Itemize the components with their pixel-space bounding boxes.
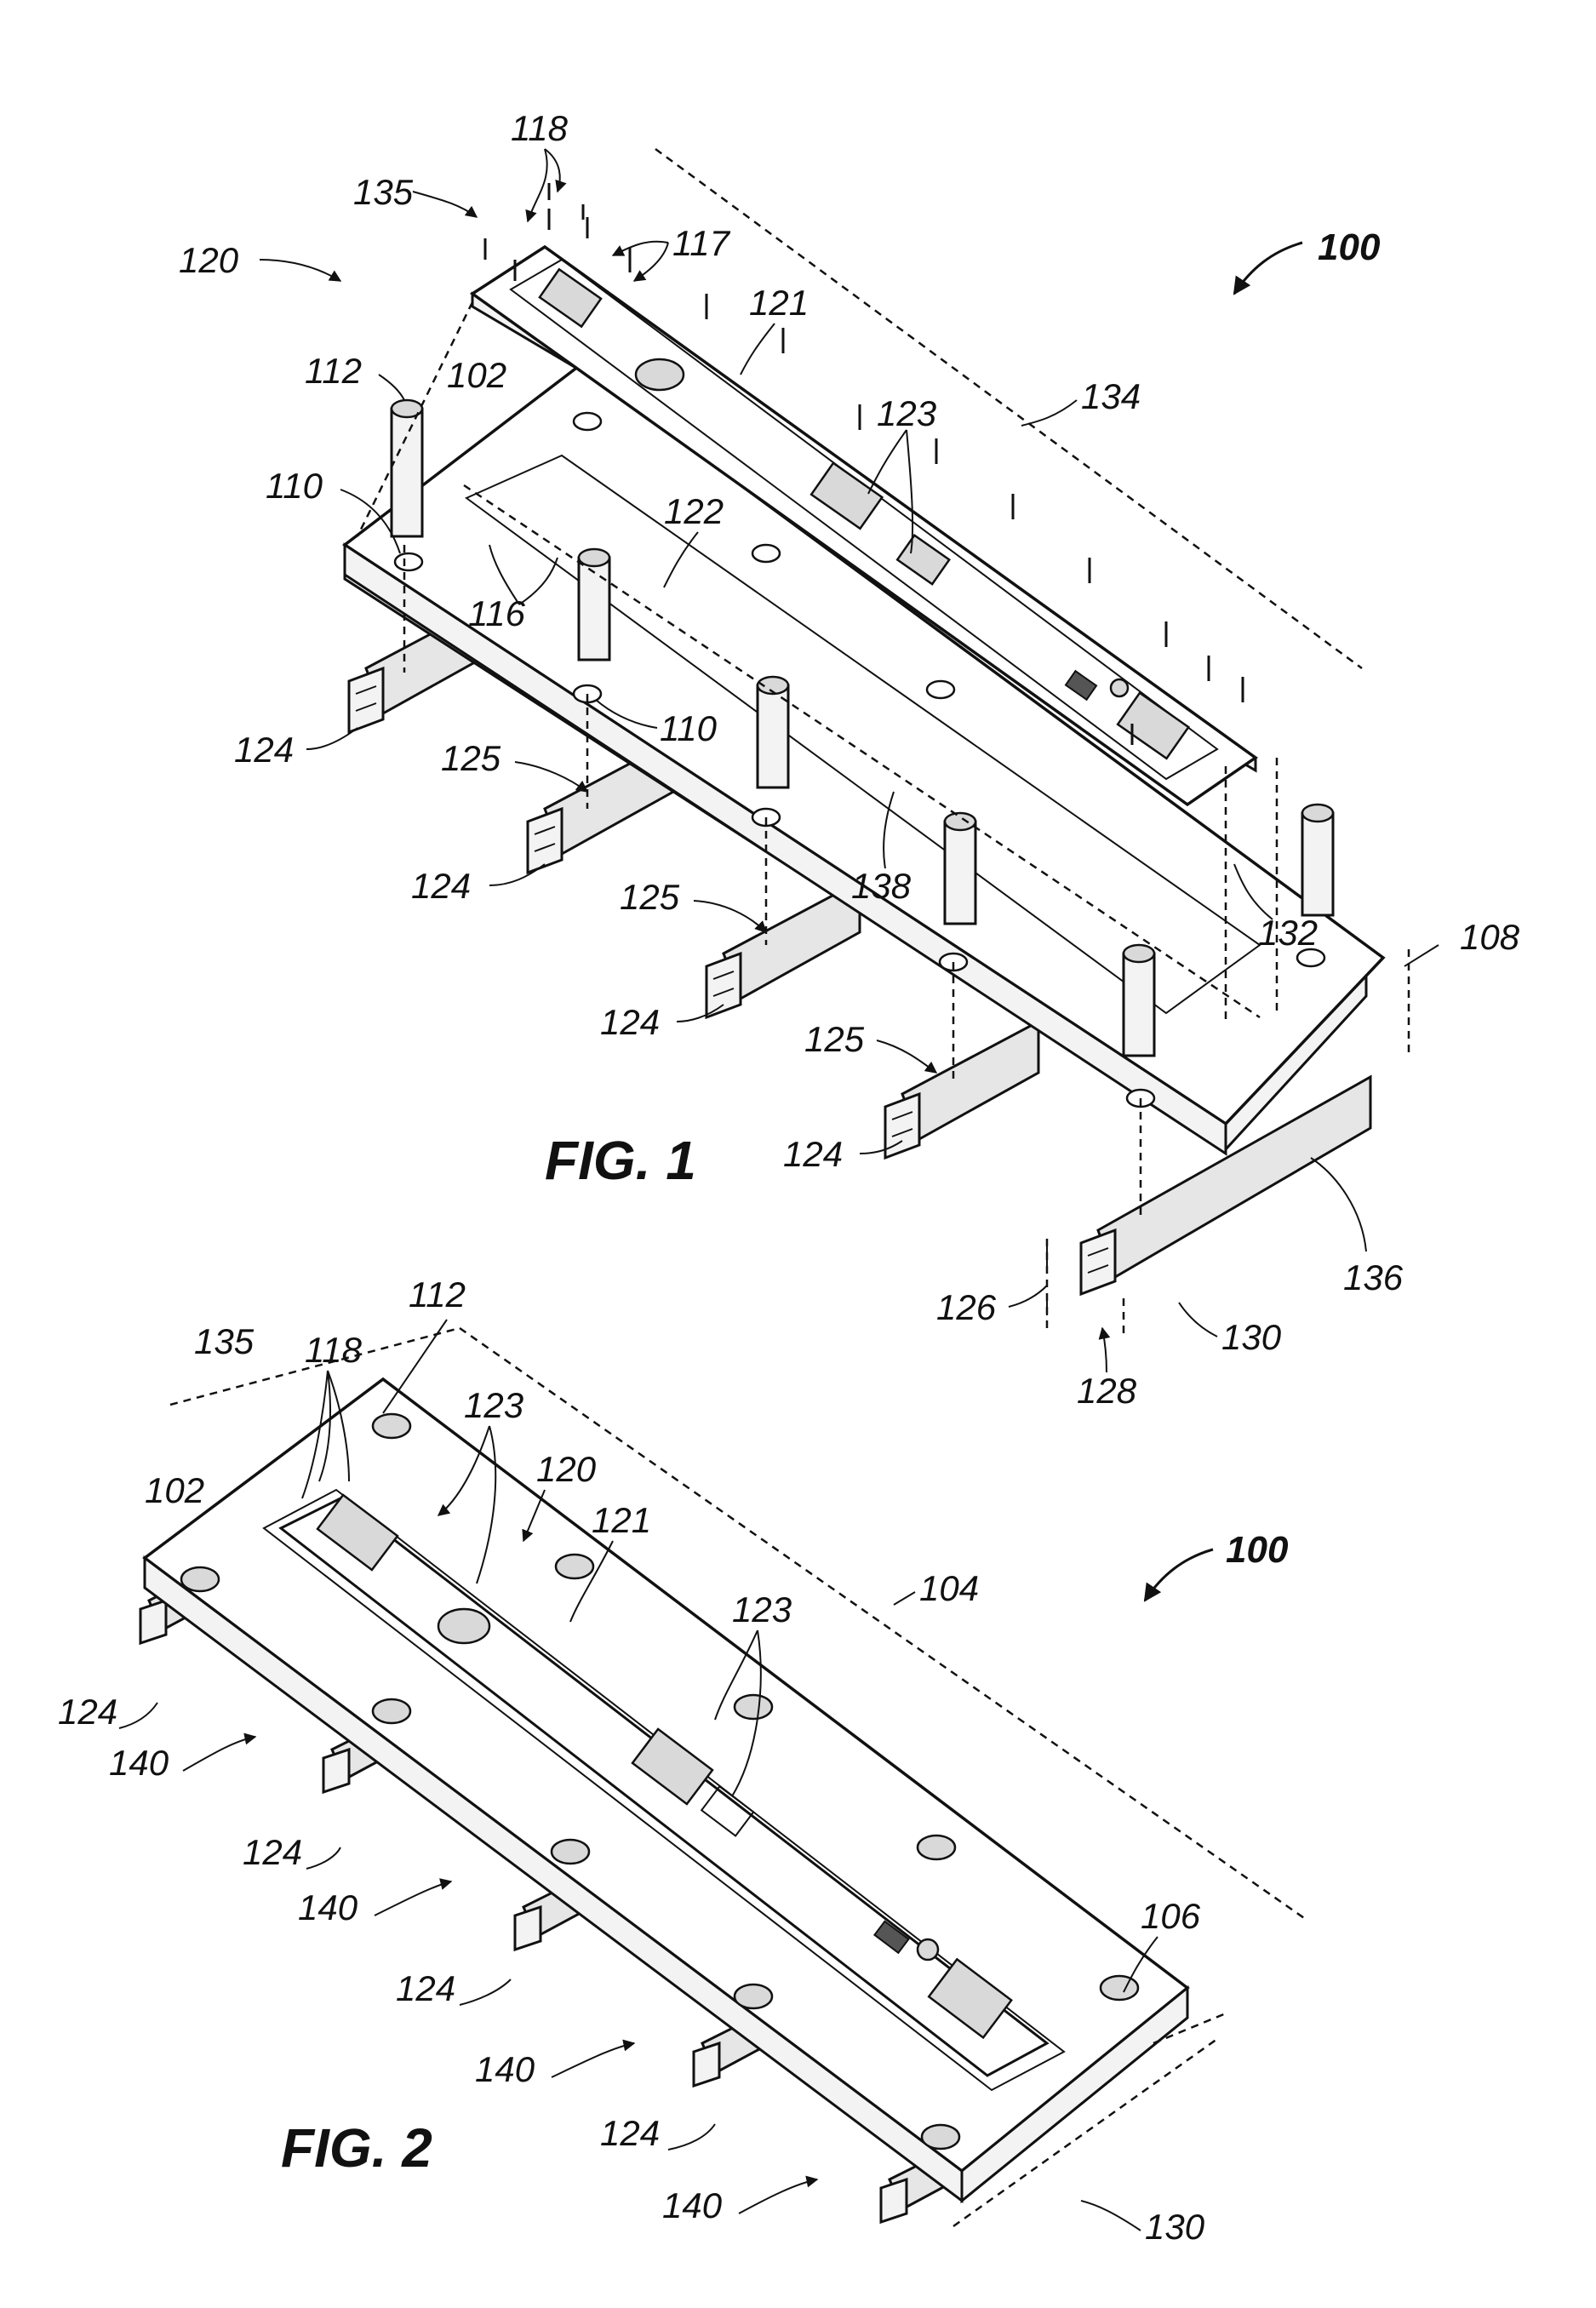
label2-124-a: 124 [58, 1692, 117, 1732]
label-118: 118 [511, 108, 569, 148]
label-130: 130 [1221, 1317, 1282, 1357]
label-116: 116 [468, 593, 526, 633]
label2-130: 130 [1145, 2207, 1205, 2247]
figure-1-caption: FIG. 1 [545, 1130, 696, 1191]
label2-120: 120 [536, 1449, 597, 1489]
rail-4 [885, 1022, 1038, 1158]
label2-118: 118 [305, 1330, 363, 1370]
label2-112: 112 [409, 1274, 466, 1314]
label-102: 102 [447, 355, 506, 395]
label-138: 138 [851, 866, 912, 906]
ref-100-fig1: 100 [1318, 226, 1381, 268]
label2-123-b: 123 [732, 1589, 792, 1629]
label2-124-d: 124 [600, 2113, 660, 2153]
label2-124-b: 124 [243, 1832, 302, 1872]
label2-140-a: 140 [109, 1743, 169, 1783]
label-110-b: 110 [660, 708, 718, 748]
label2-140-d: 140 [662, 2185, 723, 2225]
label2-124-c: 124 [396, 1968, 455, 2008]
label-120: 120 [179, 240, 239, 280]
label-122: 122 [664, 491, 724, 531]
label-132: 132 [1258, 913, 1318, 953]
label-124-a: 124 [234, 730, 294, 770]
label-125-a: 125 [441, 738, 501, 778]
figure-2-caption: FIG. 2 [281, 2117, 432, 2179]
label2-121: 121 [592, 1500, 651, 1540]
label2-140-b: 140 [298, 1887, 358, 1927]
label-121: 121 [749, 283, 809, 323]
label-134: 134 [1081, 376, 1141, 416]
label-124-d: 124 [783, 1134, 843, 1174]
label-110-a: 110 [266, 466, 323, 506]
label2-135: 135 [194, 1321, 255, 1361]
label-126: 126 [936, 1287, 997, 1327]
label2-123-a: 123 [464, 1385, 523, 1425]
label-112: 112 [305, 351, 362, 391]
figure-1: 118 135 117 120 121 112 102 134 123 110 … [179, 108, 1520, 1411]
label-117: 117 [672, 223, 731, 263]
ref-100-fig2: 100 [1226, 1529, 1289, 1571]
label-123: 123 [877, 393, 936, 433]
label-125-b: 125 [620, 877, 680, 917]
label2-106: 106 [1141, 1896, 1201, 1936]
rail-3 [706, 881, 860, 1017]
label-108: 108 [1460, 917, 1520, 957]
label-124-c: 124 [600, 1002, 660, 1042]
label-125-c: 125 [804, 1019, 865, 1059]
label-136: 136 [1343, 1257, 1404, 1297]
label2-104: 104 [919, 1568, 979, 1608]
figure-2: 112 135 118 123 120 102 121 104 123 124 … [58, 1274, 1307, 2247]
label2-102: 102 [145, 1470, 204, 1510]
label-124-b: 124 [411, 866, 471, 906]
label2-140-c: 140 [475, 2049, 535, 2089]
label-135: 135 [353, 172, 414, 212]
label-128: 128 [1077, 1371, 1137, 1411]
fig2-base-plate-102 [145, 1379, 1187, 2201]
